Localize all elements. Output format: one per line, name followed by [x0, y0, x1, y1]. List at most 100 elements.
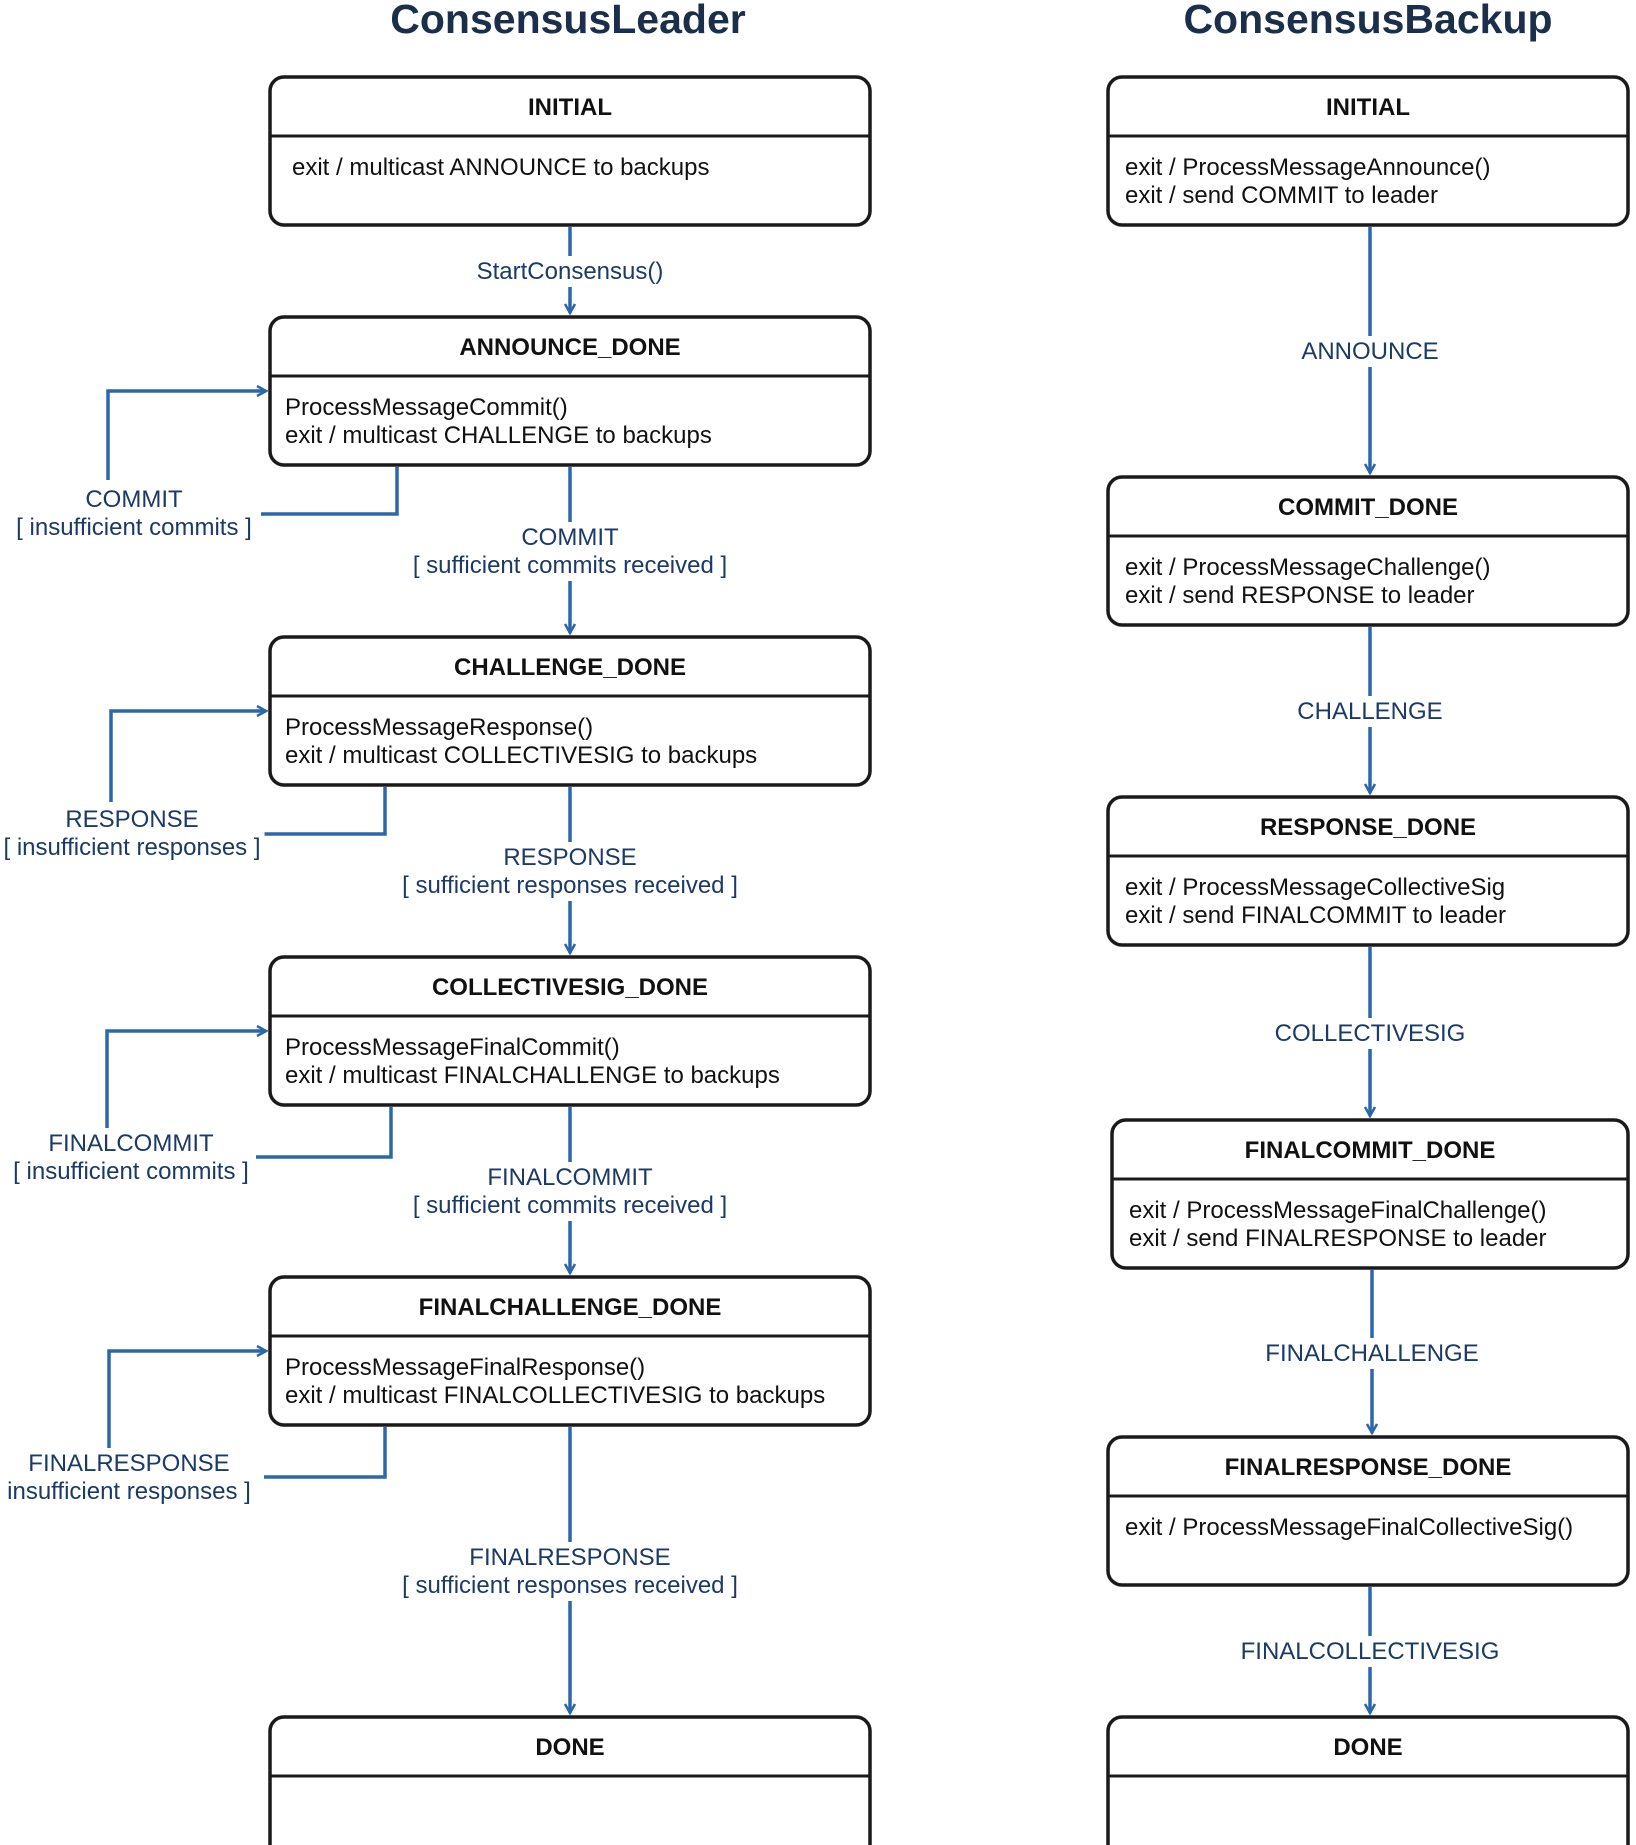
state-action: exit / multicast FINALCOLLECTIVESIG to b…: [285, 1382, 825, 1409]
edge-label-bg: [1270, 1018, 1470, 1049]
state-action: exit / multicast COLLECTIVESIG to backup…: [285, 742, 757, 769]
leader-title: ConsensusLeader: [390, 0, 745, 42]
state-action: ProcessMessageFinalCommit(): [285, 1034, 620, 1061]
edge-label-line: [ insufficient commits ]: [13, 1158, 249, 1185]
state-box: [1110, 1118, 1630, 1270]
state-action: exit / multicast FINALCHALLENGE to backu…: [285, 1062, 780, 1089]
edge-label-bg: [12, 484, 256, 543]
state-name: CHALLENGE_DONE: [454, 654, 686, 681]
leader-transition-label-4: FINALRESPONSE[ sufficient responses rece…: [398, 1542, 742, 1601]
state-action: exit / ProcessMessageFinalCollectiveSig(…: [1125, 1514, 1573, 1541]
edge-label-line: [ sufficient responses received ]: [402, 1572, 738, 1599]
leader-transition-label-0: StartConsensus(): [472, 256, 668, 287]
edge-label-line: COLLECTIVESIG: [1275, 1020, 1466, 1047]
self-loop-response-out: [262, 787, 387, 836]
edge-label-line: FINALCOLLECTIVESIG: [1241, 1638, 1500, 1665]
state-action: exit / send COMMIT to leader: [1125, 182, 1438, 209]
state-box: [268, 1275, 872, 1427]
state-box: [1106, 75, 1630, 227]
state-box: [1106, 795, 1630, 947]
edge-label-line: [ sufficient commits received ]: [413, 1192, 727, 1219]
backup-title: ConsensusBackup: [1183, 0, 1552, 42]
backup-transition-label-1: CHALLENGE: [1293, 696, 1447, 727]
edge-label-line: COMMIT: [521, 524, 619, 551]
edge-label-line: insufficient responses ]: [7, 1478, 251, 1505]
backup-state-initial: INITIAL exit / ProcessMessageAnnounce()ex…: [1106, 75, 1630, 227]
backup-transition-label-3: FINALCHALLENGE: [1261, 1338, 1483, 1369]
leader-state-challenge-done: CHALLENGE_DONEProcessMessageResponse()ex…: [268, 635, 872, 787]
leader-self-loop-label-0: COMMIT[ insufficient commits ]: [12, 484, 256, 543]
state-action: exit / send RESPONSE to leader: [1125, 582, 1475, 609]
state-action: exit / send FINALRESPONSE to leader: [1129, 1225, 1547, 1252]
state-name: ANNOUNCE_DONE: [459, 334, 680, 361]
leader-state-announce-done: ANNOUNCE_DONE ProcessMessageCommit()exit …: [268, 315, 872, 467]
state-action: exit / ProcessMessageChallenge(): [1125, 554, 1491, 581]
leader-states: INITIAL exit / multicast ANNOUNCE to back…: [268, 75, 872, 1845]
state-action: exit / ProcessMessageFinalChallenge(): [1129, 1197, 1547, 1224]
state-name: DONE: [535, 1734, 604, 1761]
edge-label-bg: [1297, 336, 1443, 367]
self-loop-finalresponse-in: [107, 1351, 266, 1448]
leader-state-collectivesig-done: COLLECTIVESIG_DONE ProcessMessageFinalCom…: [268, 955, 872, 1107]
self-loop-finalcommit-in: [105, 1031, 266, 1128]
backup-state-done: DONE: [1106, 1715, 1630, 1845]
edge-label-bg: [1236, 1636, 1504, 1667]
state-action: exit / multicast ANNOUNCE to backups: [292, 154, 709, 181]
edge-label-bg: [398, 842, 742, 901]
leader-transition-label-2: RESPONSE[ sufficient responses received …: [398, 842, 742, 901]
self-loop-commit-in: [106, 391, 266, 480]
edge-label-line: FINALCOMMIT: [487, 1164, 653, 1191]
state-name: COLLECTIVESIG_DONE: [432, 974, 708, 1001]
self-loop-response-in: [109, 711, 266, 802]
self-loop-finalcommit-out: [256, 1107, 393, 1159]
edge-label-line: ANNOUNCE: [1301, 338, 1438, 365]
leader-self-loop-label-2: FINALCOMMIT[ insufficient commits ]: [9, 1128, 253, 1187]
self-loop-commit-out: [261, 467, 399, 516]
state-box: [268, 955, 872, 1107]
edge-label-line: FINALCHALLENGE: [1265, 1340, 1478, 1367]
edge-label-line: COMMIT: [85, 486, 183, 513]
edge-label-bg: [1293, 696, 1447, 727]
state-action: ProcessMessageCommit(): [285, 394, 568, 421]
state-action: exit / ProcessMessageAnnounce(): [1125, 154, 1491, 181]
leader-transition-label-1: COMMIT[ sufficient commits received ]: [408, 522, 732, 581]
edge-label-line: FINALRESPONSE: [28, 1450, 229, 1477]
state-box: [1106, 1435, 1630, 1587]
edge-label-bg: [1261, 1338, 1483, 1369]
state-action: exit / send FINALCOMMIT to leader: [1125, 902, 1506, 929]
self-loop-finalresponse-out: [264, 1427, 387, 1479]
edge-label-bg: [398, 1542, 742, 1601]
state-box: [268, 635, 872, 787]
state-box: [1106, 1715, 1630, 1845]
edge-label-line: RESPONSE: [503, 844, 636, 871]
state-name: DONE: [1333, 1734, 1402, 1761]
state-action: exit / ProcessMessageCollectiveSig: [1125, 874, 1505, 901]
edge-label-line: [ sufficient commits received ]: [413, 552, 727, 579]
edge-label-line: FINALRESPONSE: [469, 1544, 670, 1571]
leader-self-loops: [105, 391, 399, 1479]
backup-transition-label-4: FINALCOLLECTIVESIG: [1236, 1636, 1504, 1667]
state-action: exit / multicast CHALLENGE to backups: [285, 422, 712, 449]
state-action: ProcessMessageFinalResponse(): [285, 1354, 645, 1381]
state-name: FINALCHALLENGE_DONE: [419, 1294, 722, 1321]
state-name: INITIAL: [1326, 94, 1410, 121]
state-box: [1106, 475, 1630, 627]
state-name: INITIAL: [528, 94, 612, 121]
edge-label-bg: [408, 522, 732, 581]
edge-label-bg: [3, 1448, 255, 1507]
edge-label-line: StartConsensus(): [477, 258, 664, 285]
leader-self-loop-label-1: RESPONSE[ insufficient responses ]: [0, 804, 265, 863]
state-name: COMMIT_DONE: [1278, 494, 1458, 521]
state-name: FINALRESPONSE_DONE: [1225, 1454, 1512, 1481]
backup-transition-label-2: COLLECTIVESIG: [1270, 1018, 1470, 1049]
state-name: RESPONSE_DONE: [1260, 814, 1476, 841]
edge-labels: StartConsensus()COMMIT[ sufficient commi…: [0, 256, 1504, 1667]
state-box: [268, 75, 872, 227]
edge-label-bg: [0, 804, 265, 863]
leader-state-finalchallenge-done: FINALCHALLENGE_DONE ProcessMessageFinalRe…: [268, 1275, 872, 1427]
edge-label-bg: [472, 256, 668, 287]
